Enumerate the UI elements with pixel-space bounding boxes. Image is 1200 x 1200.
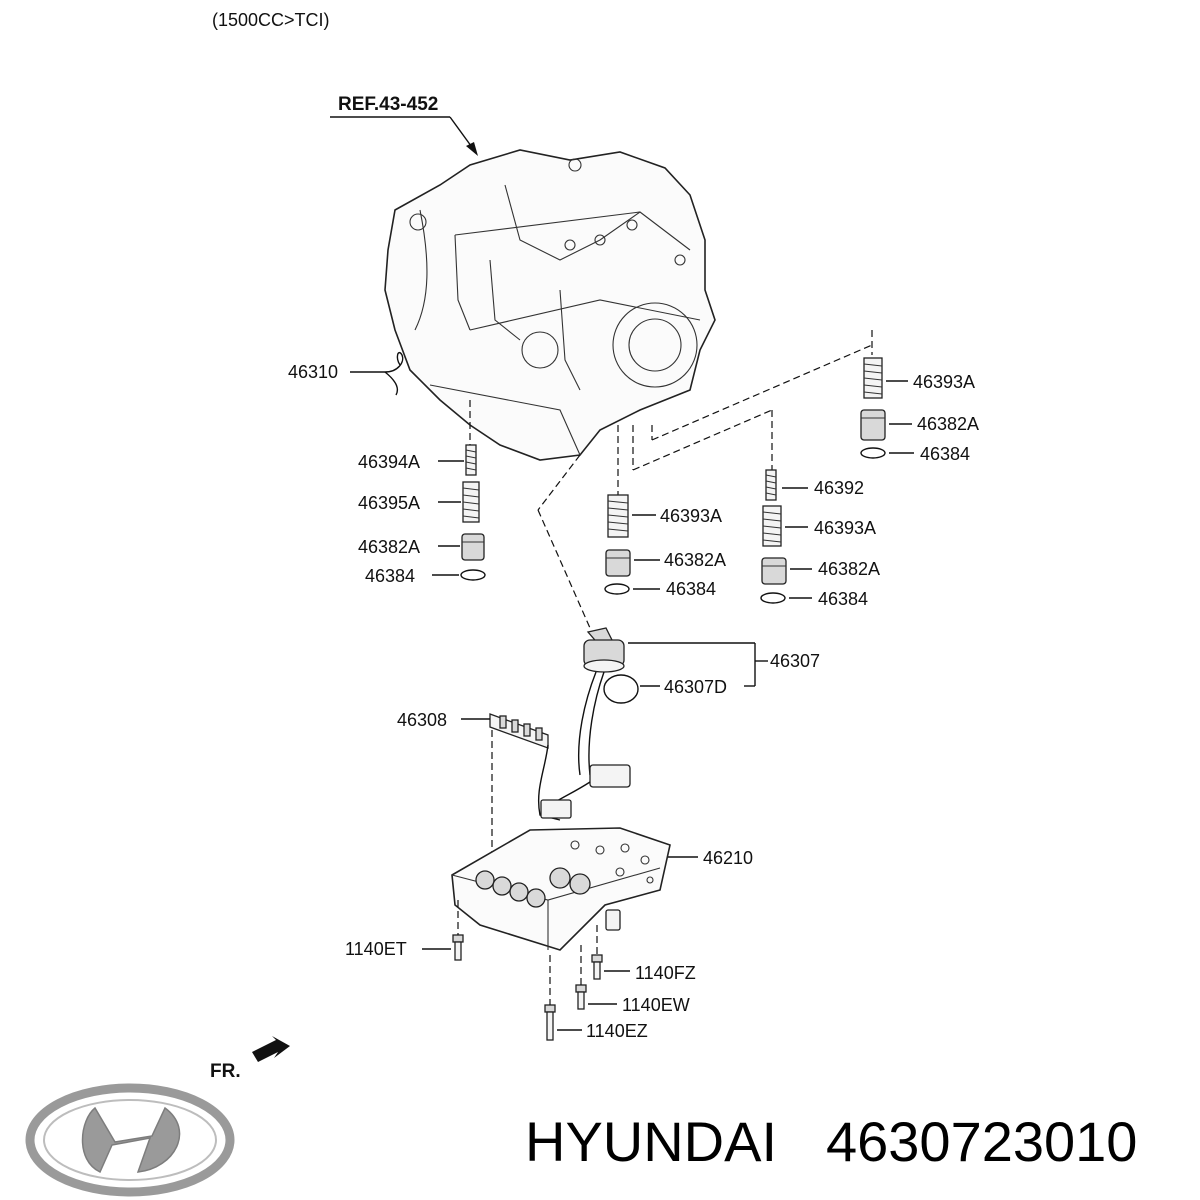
oring-46384-top bbox=[860, 447, 886, 459]
bolt-1140ET bbox=[452, 934, 464, 961]
part-label-1140EZ: 1140EZ bbox=[586, 1021, 648, 1041]
oring-46384-left bbox=[460, 569, 486, 581]
part-label-46382A-right: 46382A bbox=[818, 559, 880, 579]
transmission-housing bbox=[384, 149, 716, 461]
front-direction-arrow-icon bbox=[252, 1036, 290, 1062]
part-label-46384-left: 46384 bbox=[365, 566, 415, 586]
part-label-46307: 46307 bbox=[770, 651, 820, 671]
piston-46382A-top bbox=[860, 409, 886, 441]
reference-leader bbox=[330, 116, 478, 156]
bolt-1140FZ bbox=[591, 954, 603, 980]
spring-46395A bbox=[462, 481, 480, 523]
harness-46308 bbox=[489, 713, 572, 821]
bolt-1140EZ bbox=[544, 1004, 556, 1041]
part-label-1140EW: 1140EW bbox=[622, 995, 690, 1015]
piston-46382A-mid bbox=[605, 549, 631, 577]
reference-label: REF.43-452 bbox=[338, 94, 438, 115]
connector-46307 bbox=[544, 627, 631, 811]
part-label-46382A-mid: 46382A bbox=[664, 550, 726, 570]
piston-46382A-right bbox=[761, 557, 787, 585]
leader-46307 bbox=[628, 642, 768, 687]
part-label-46384-mid: 46384 bbox=[666, 579, 716, 599]
part-label-46393A-mid: 46393A bbox=[660, 506, 722, 526]
hyundai-logo-icon bbox=[25, 1083, 235, 1197]
part-label-46395A: 46395A bbox=[358, 493, 420, 513]
part-label-46393A-right: 46393A bbox=[814, 518, 876, 538]
spring-46393A-mid bbox=[607, 494, 629, 538]
dashed-leaders bbox=[469, 330, 873, 629]
part-label-46384-top: 46384 bbox=[920, 444, 970, 464]
part-label-1140ET: 1140ET bbox=[345, 939, 407, 959]
part-label-46384-right: 46384 bbox=[818, 589, 868, 609]
part-label-46308: 46308 bbox=[397, 710, 447, 730]
variant-label: (1500CC>TCI) bbox=[212, 10, 330, 30]
part-label-46307D: 46307D bbox=[664, 677, 727, 697]
front-direction-label: FR. bbox=[210, 1061, 241, 1082]
spring-46393A-right bbox=[762, 505, 782, 547]
part-label-46310: 46310 bbox=[288, 362, 338, 382]
part-label-46382A-left: 46382A bbox=[358, 537, 420, 557]
oring-46307D bbox=[603, 674, 639, 704]
spring-46392 bbox=[765, 469, 777, 501]
valve-body-46210 bbox=[451, 827, 671, 951]
part-label-46210: 46210 bbox=[703, 848, 753, 868]
clip-46310 bbox=[350, 351, 404, 396]
piston-46382A-left bbox=[461, 533, 485, 561]
brand-name: HYUNDAI bbox=[525, 1110, 777, 1173]
bolt-1140EW bbox=[575, 984, 587, 1010]
part-label-46382A-top: 46382A bbox=[917, 414, 979, 434]
spring-46394A bbox=[465, 444, 477, 476]
oring-46384-right bbox=[760, 592, 786, 604]
oring-46384-mid bbox=[604, 583, 630, 595]
part-label-1140FZ: 1140FZ bbox=[635, 963, 696, 983]
spring-46393A-top bbox=[863, 357, 883, 399]
part-label-46394A: 46394A bbox=[358, 452, 420, 472]
part-number: 4630723010 bbox=[826, 1110, 1137, 1173]
part-label-46392: 46392 bbox=[814, 478, 864, 498]
part-label-46393A-top: 46393A bbox=[913, 372, 975, 392]
